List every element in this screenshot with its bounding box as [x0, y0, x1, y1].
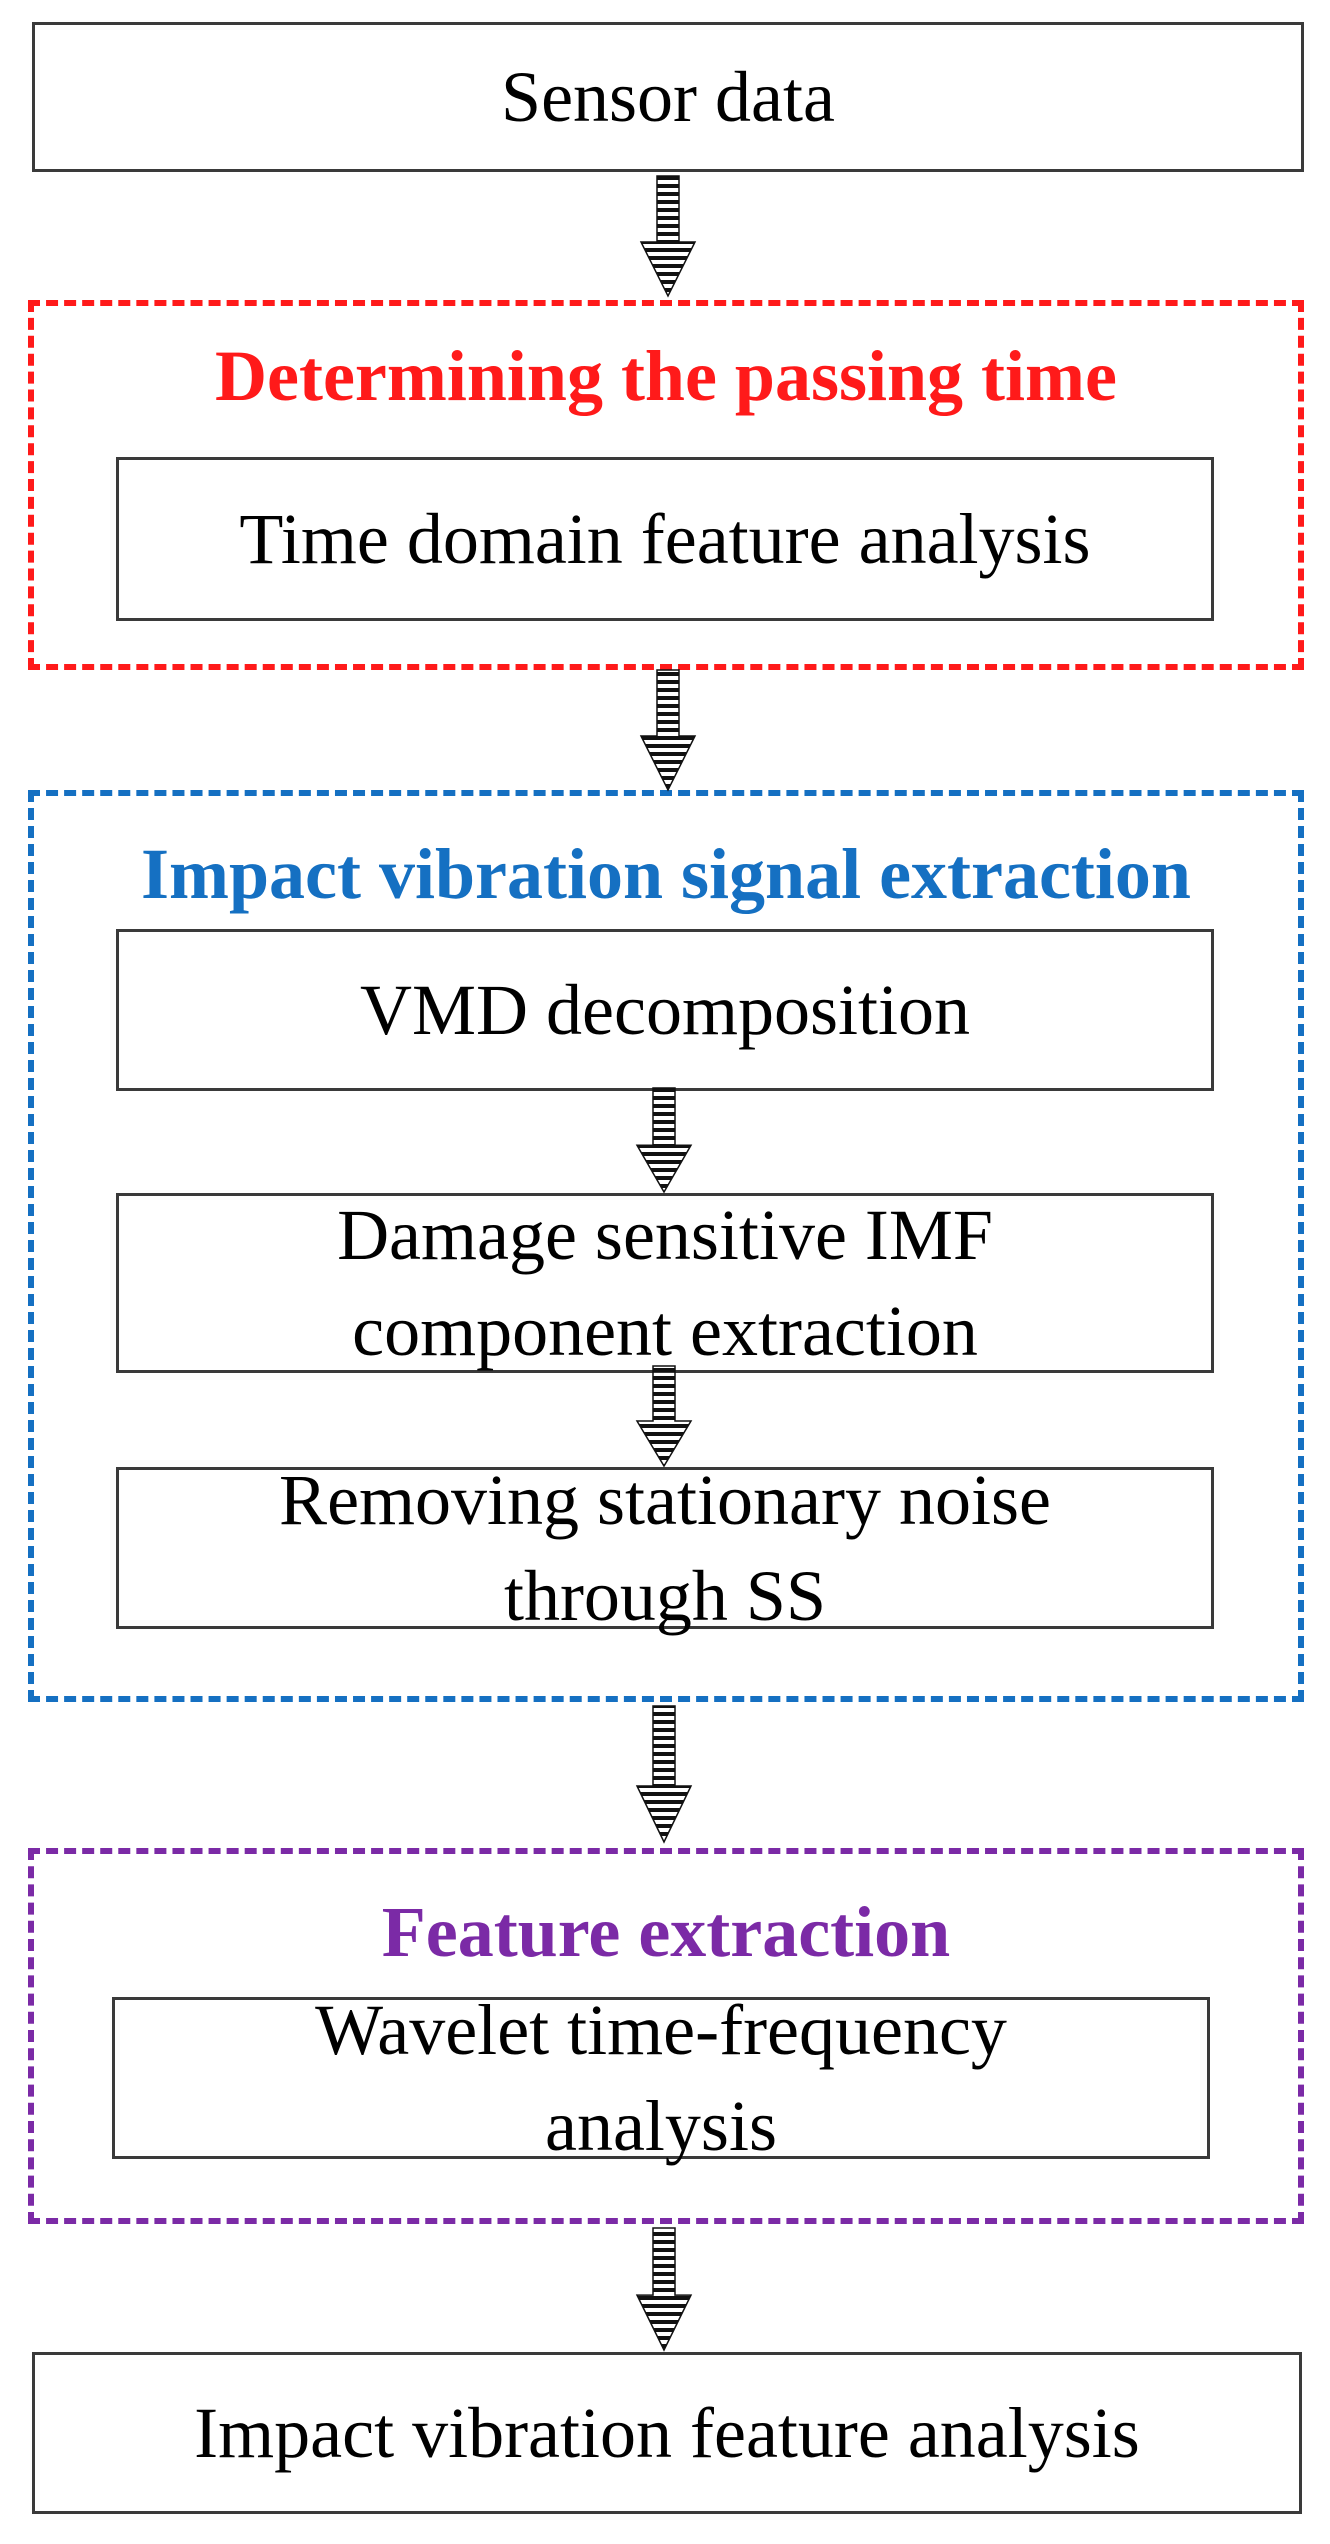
node-final-label: Impact vibration feature analysis [194, 2393, 1140, 2473]
arrow-vmd-to-imf [635, 1087, 693, 1194]
node-sensor-data: Sensor data [32, 22, 1304, 172]
group-title-passing-time: Determining the passing time [215, 336, 1117, 416]
node-time-domain-label: Time domain feature analysis [239, 499, 1091, 579]
arrow-extraction-to-feature [635, 1705, 693, 1844]
group-title-impact-extraction: Impact vibration signal extraction [141, 834, 1191, 914]
node-wavelet-line1: Wavelet time-frequency [315, 1990, 1007, 2070]
node-vmd-label: VMD decomposition [360, 970, 970, 1050]
arrow-sensor-to-passing [639, 175, 697, 298]
arrow-imf-to-noise [635, 1365, 693, 1468]
node-noise-line1: Removing stationary noise [279, 1460, 1051, 1540]
node-sensor-data-label: Sensor data [501, 57, 835, 137]
node-final: Impact vibration feature analysis [32, 2352, 1302, 2514]
group-title-feature-extraction: Feature extraction [381, 1892, 951, 1972]
node-noise-line2: through SS [503, 1556, 827, 1636]
node-wavelet-line2: analysis [545, 2086, 777, 2166]
group-feature-extraction: Feature extraction [28, 1848, 1304, 2224]
node-vmd: VMD decomposition [116, 929, 1214, 1091]
node-imf-line2: component extraction [352, 1291, 978, 1371]
node-wavelet: Wavelet time-frequency analysis [112, 1990, 1210, 2166]
group-passing-time: Determining the passing time [28, 300, 1304, 670]
arrow-passing-to-extraction [639, 669, 697, 792]
node-noise-removal: Removing stationary noise through SS [116, 1460, 1214, 1636]
node-imf-line1: Damage sensitive IMF [337, 1195, 993, 1275]
node-time-domain: Time domain feature analysis [116, 457, 1214, 621]
group-impact-extraction: Impact vibration signal extraction [28, 790, 1304, 1702]
arrow-feature-to-final [635, 2227, 693, 2352]
